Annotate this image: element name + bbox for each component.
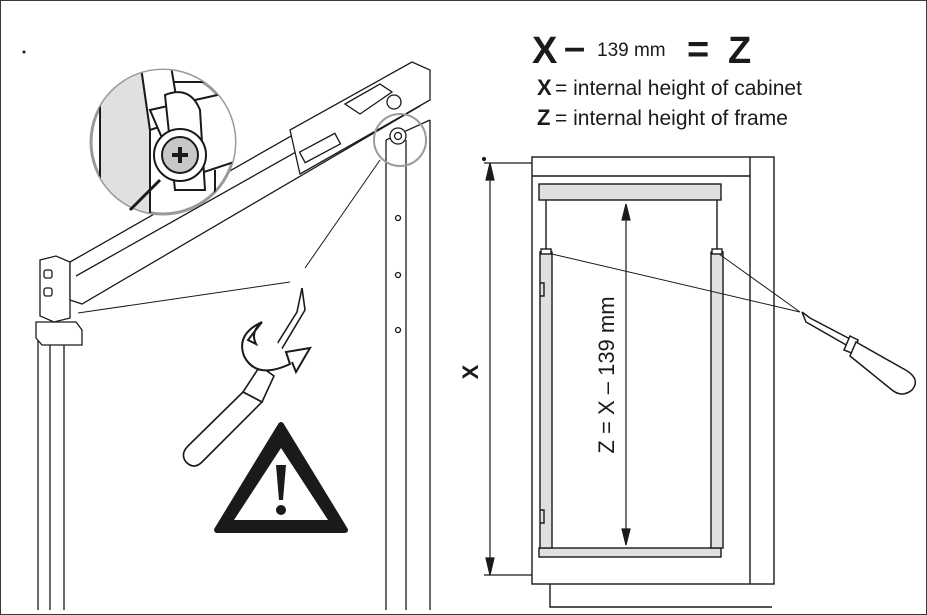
- corner-dot: [22, 50, 26, 54]
- rotate-arrow-icon: [241, 321, 312, 375]
- dimension-z: [621, 203, 631, 546]
- zoom-pointer-line: [128, 178, 162, 212]
- formula-x: X: [532, 30, 558, 72]
- dimension-x-label: X: [458, 364, 483, 379]
- legend-key-z: Z: [537, 105, 550, 130]
- warning-triangle-icon: [214, 422, 348, 533]
- guide-line-left: [77, 281, 291, 314]
- cabinet-section: [531, 156, 775, 608]
- dimension-x: [481, 156, 532, 576]
- formula-z: Z: [728, 30, 751, 72]
- formula-equals: =: [687, 29, 709, 71]
- screwdriver-right-icon: [801, 311, 917, 395]
- dimension-z-label: Z = X – 139 mm: [594, 296, 619, 453]
- guide-line-right-a: [551, 253, 801, 313]
- screw-highlight-circle: [373, 113, 427, 167]
- zoom-detail-circle: [89, 68, 237, 216]
- screwdriver-icon: [182, 287, 306, 467]
- frame-perspective: [35, 61, 431, 610]
- legend: X = internal height of cabinet Z = inter…: [537, 75, 802, 130]
- guide-line-right: [304, 159, 381, 269]
- formula-minus: –: [564, 27, 585, 69]
- guide-line-right-b: [718, 253, 801, 313]
- legend-text-z: = internal height of frame: [555, 107, 788, 130]
- formula-value: 139 mm: [597, 40, 666, 61]
- legend-key-x: X: [537, 75, 552, 100]
- legend-text-x: = internal height of cabinet: [555, 77, 802, 100]
- formula: X – 139 mm = Z: [532, 27, 751, 72]
